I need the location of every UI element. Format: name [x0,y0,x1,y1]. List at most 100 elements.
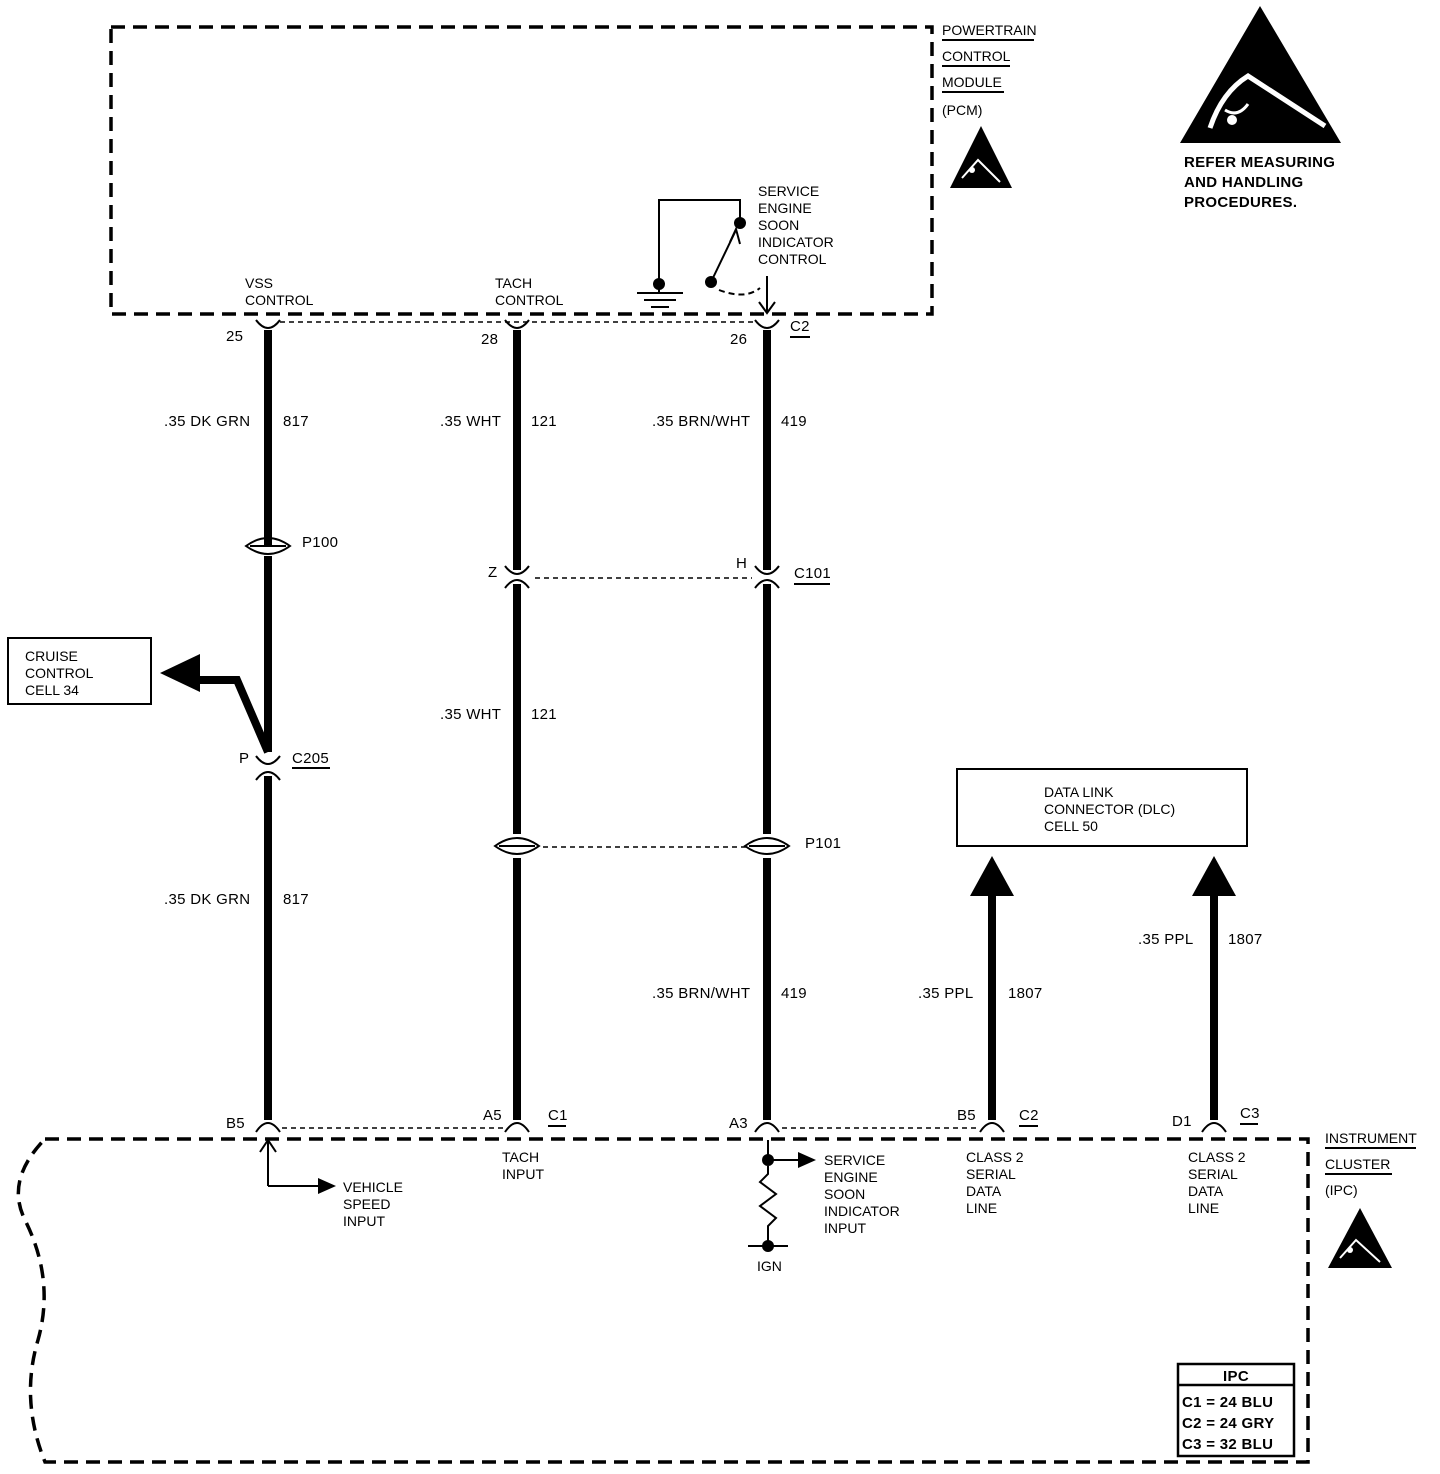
tach-circuit: TACH CONTROL 28 .35 WHT 121 Z .35 WHT 12… [440,275,568,1182]
splice-p100 [244,537,292,555]
cruise-line-3: CELL 34 [25,682,79,698]
c101-label: C101 [794,565,831,582]
c205-pin: P [239,750,249,767]
splice-tach [493,837,541,855]
pcm-module: POWERTRAIN CONTROL MODULE (PCM) [109,22,1037,316]
esd-notice-line-1: REFER MEASURING [1184,154,1335,171]
ipc-connector-legend: IPC C1 = 24 BLU C2 = 24 GRY C3 = 32 BLU [1176,1362,1296,1458]
class2-b-ipc-line-3: DATA [1188,1183,1224,1199]
class2-b-number: 1807 [1228,931,1263,948]
arrow-right-icon [798,1152,816,1168]
tach-pin-top: 28 [481,331,498,348]
class2-circuit-b: .35 PPL 1807 D1 C3 CLASS 2 SERIAL DATA L… [1138,856,1263,1216]
arrow-up-icon [1192,856,1236,896]
class2-a-ipc-line-3: DATA [966,1183,1002,1199]
class2-a-ipc-line-1: CLASS 2 [966,1149,1024,1165]
ses-ipc-line-5: INPUT [824,1220,866,1236]
ses-upper-number: 419 [781,413,807,430]
ses-ipc-line-4: INDICATOR [824,1203,900,1219]
vss-pin-top: 25 [226,328,243,345]
tach-c101-pin: Z [488,564,497,581]
class2-b-connector: C3 [1240,1105,1260,1122]
class2-a-ipc-line-4: LINE [966,1200,997,1216]
ses-pin-bottom: A3 [729,1115,748,1132]
ses-upper-gauge: .35 BRN/WHT [652,413,750,430]
pcm-dashed-border [109,25,934,316]
p101-label: P101 [805,835,841,852]
tach-connector-bottom: C1 [548,1107,568,1124]
ses-control-line-1: SERVICE [758,183,819,199]
vss-ipc-line-2: SPEED [343,1196,390,1212]
vss-lower-number: 817 [283,891,309,908]
esd-warning-icon [950,126,1012,188]
class2-a-gauge: .35 PPL [918,985,973,1002]
class2-b-pin: D1 [1172,1113,1192,1130]
esd-warning-icon [1180,6,1341,143]
legend-row-c1: C1 = 24 BLU [1182,1394,1273,1411]
ses-connector-top: C2 [790,318,810,335]
ses-lower-gauge: .35 BRN/WHT [652,985,750,1002]
ses-ipc-line-3: SOON [824,1186,865,1202]
vss-label-line-1: VSS [245,275,273,291]
cruise-line-1: CRUISE [25,648,78,664]
c205-label: C205 [292,750,329,767]
tach-lower-gauge: .35 WHT [440,706,501,723]
class2-b-gauge: .35 PPL [1138,931,1193,948]
legend-row-c2: C2 = 24 GRY [1182,1415,1274,1432]
pcm-title-line-2: CONTROL [942,48,1011,64]
resistor-icon [758,1166,778,1246]
pcm-title-line-4: (PCM) [942,102,982,118]
class2-b-ipc-line-4: LINE [1188,1200,1219,1216]
class2-a-pin: B5 [957,1107,976,1124]
tach-pin-bottom: A5 [483,1107,502,1124]
dlc-line-3: CELL 50 [1044,818,1098,834]
class2-a-number: 1807 [1008,985,1043,1002]
ses-circuit: 26 C2 .35 BRN/WHT 419 H C101 P101 .35 BR… [652,318,900,1274]
class2-a-ipc-line-2: SERIAL [966,1166,1016,1182]
dlc-box: DATA LINK CONNECTOR (DLC) CELL 50 [956,768,1248,847]
vss-label-line-2: CONTROL [245,292,314,308]
p100-label: P100 [302,534,338,551]
ses-control-line-5: CONTROL [758,251,827,267]
ses-pin-top: 26 [730,331,747,348]
splice-p101 [743,837,791,855]
vss-ipc-line-1: VEHICLE [343,1179,403,1195]
esd-notice: REFER MEASURING AND HANDLING PROCEDURES. [1180,6,1341,211]
dlc-line-1: DATA LINK [1044,784,1114,800]
class2-a-connector: C2 [1019,1107,1039,1124]
tach-ipc-line-2: INPUT [502,1166,544,1182]
ipc-module: INSTRUMENT CLUSTER (IPC) IPC C1 = 24 BLU… [16,1130,1417,1464]
ipc-title-line-2: CLUSTER [1325,1156,1390,1172]
tach-ipc-line-1: TACH [502,1149,539,1165]
vss-circuit: VSS CONTROL 25 .35 DK GRN 817 P100 P C20… [160,275,403,1229]
class2-circuit-a: .35 PPL 1807 B5 C2 CLASS 2 SERIAL DATA L… [918,856,1043,1216]
vss-upper-number: 817 [283,413,309,430]
dlc-line-2: CONNECTOR (DLC) [1044,801,1175,817]
tach-upper-gauge: .35 WHT [440,413,501,430]
ses-control-switch: SERVICE ENGINE SOON INDICATOR CONTROL [637,183,834,315]
pcm-title-line-1: POWERTRAIN [942,22,1037,38]
arrow-up-icon [970,856,1014,896]
ses-lower-number: 419 [781,985,807,1002]
tach-label-line-1: TACH [495,275,532,291]
pcm-pin-25-terminal [255,319,281,329]
ipc-title-line-3: (IPC) [1325,1182,1358,1198]
legend-header: IPC [1223,1368,1249,1385]
ses-control-line-4: INDICATOR [758,234,834,250]
ses-c101-pin: H [736,555,747,572]
vss-ipc-line-3: INPUT [343,1213,385,1229]
ign-label: IGN [757,1258,782,1274]
ipc-dashed-border [16,1137,1310,1464]
arrow-left-icon [160,654,200,692]
ses-control-line-2: ENGINE [758,200,812,216]
class2-b-ipc-line-1: CLASS 2 [1188,1149,1246,1165]
esd-notice-line-3: PROCEDURES. [1184,194,1297,211]
vss-lower-gauge: .35 DK GRN [164,891,250,908]
tach-label-line-2: CONTROL [495,292,564,308]
ses-ipc-line-2: ENGINE [824,1169,878,1185]
ses-control-line-3: SOON [758,217,799,233]
class2-b-ipc-line-2: SERIAL [1188,1166,1238,1182]
arrow-right-icon [318,1178,336,1194]
pcm-title-line-3: MODULE [942,74,1002,90]
